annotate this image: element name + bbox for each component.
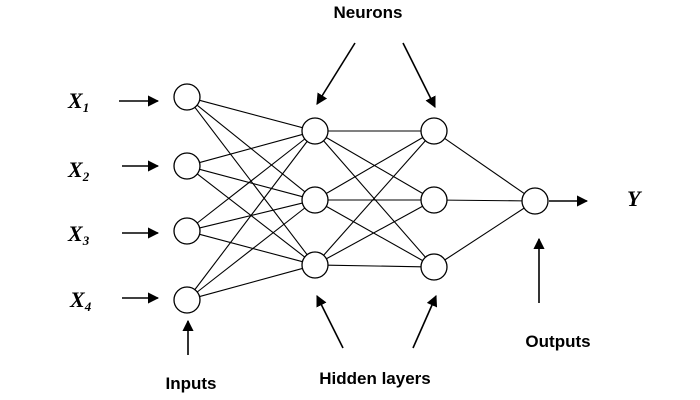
connection-edge (199, 133, 303, 164)
output-node-1 (521, 187, 549, 215)
connection-edge (196, 207, 306, 293)
input-node-4 (173, 286, 201, 314)
outputs-label: Outputs (525, 332, 590, 351)
connection-edge (323, 140, 426, 258)
hidden-1-node-3 (301, 251, 329, 279)
connection-edge (323, 140, 426, 256)
hidden-2-node-2 (420, 186, 448, 214)
input-label-x2: X2 (67, 157, 90, 184)
connection-edge (444, 137, 525, 195)
connection-edge (446, 199, 523, 202)
output-label-y: Y (627, 186, 643, 211)
connection-edge (326, 205, 423, 262)
connection-edge (196, 138, 306, 224)
connection-edge (326, 205, 423, 260)
neurons-label: Neurons (334, 3, 403, 22)
connection-edge (199, 233, 303, 263)
hidden-2-node-1 (420, 117, 448, 145)
inputs-label: Inputs (166, 374, 217, 393)
input-label-x4: X4 (69, 287, 92, 314)
hidden-pointer-arrow-left (316, 294, 344, 349)
hidden-layers-label: Hidden layers (319, 369, 431, 388)
input-label-x3: X3 (67, 221, 90, 248)
connection-edge (444, 207, 525, 261)
input-node-2 (173, 152, 201, 180)
input-node-1 (173, 83, 201, 111)
connection-edge (199, 168, 303, 198)
connection-edge (327, 264, 422, 268)
connection-edge (199, 99, 303, 129)
connection-edge (325, 137, 424, 194)
input-label-x1: X1 (67, 88, 89, 115)
hidden-1-node-2 (301, 186, 329, 214)
neurons-pointer-arrow-right (402, 42, 436, 109)
neurons-pointer-arrow-left (316, 42, 356, 105)
hidden-2-node-3 (420, 253, 448, 281)
hidden-1-node-1 (301, 117, 329, 145)
hidden-pointer-arrow-right (412, 294, 438, 349)
connection-edge (194, 141, 308, 290)
input-node-3 (173, 217, 201, 245)
connection-edge (199, 267, 303, 298)
